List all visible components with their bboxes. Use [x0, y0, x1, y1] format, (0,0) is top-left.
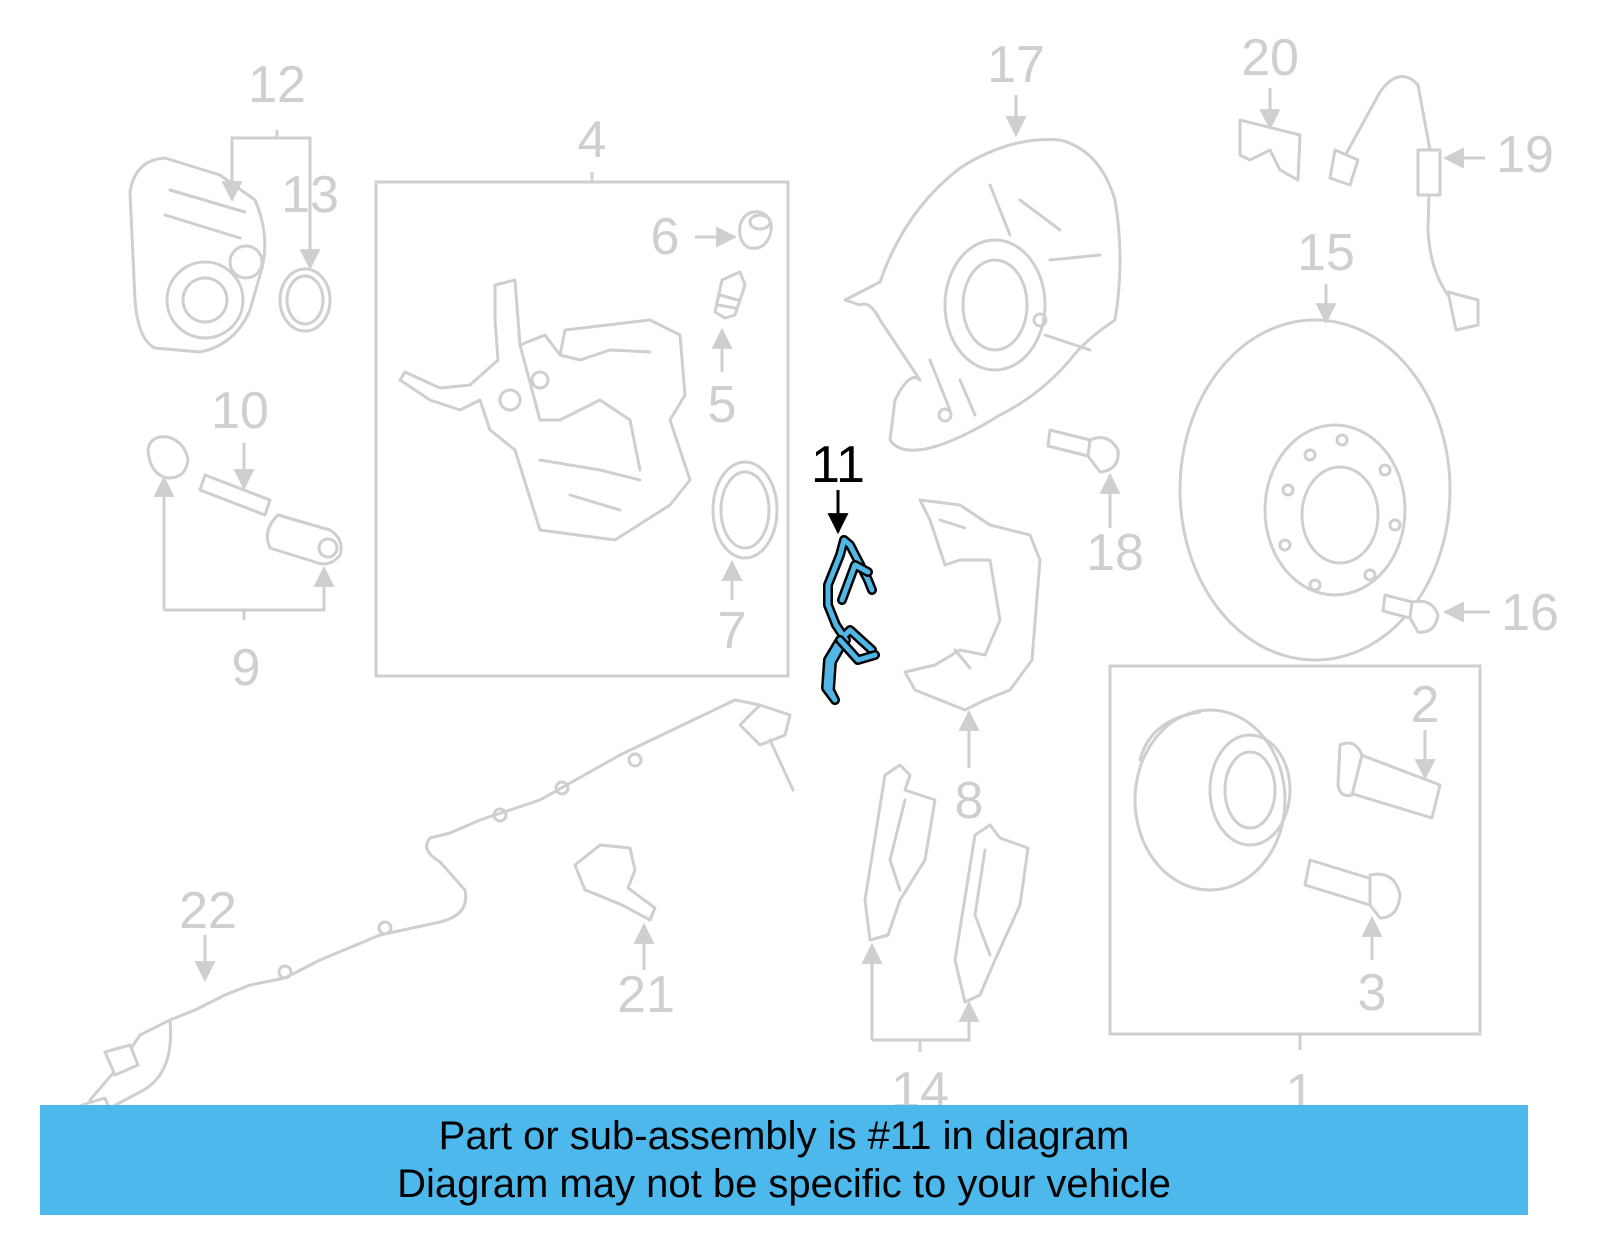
callout-12: 12 [248, 56, 306, 114]
part-3-hub-bolt [1303, 858, 1402, 920]
callout-22: 22 [179, 882, 237, 940]
part-2-hub-bolt [1336, 741, 1442, 820]
part-6-dust-cap [738, 210, 773, 250]
callout-16: 16 [1501, 584, 1559, 642]
callout-21: 21 [617, 966, 675, 1024]
part-7-seal [711, 460, 779, 560]
callout-6: 6 [651, 208, 680, 266]
callout-11: 11 [811, 436, 865, 494]
callout-8: 8 [955, 772, 984, 830]
callout-17: 17 [987, 36, 1045, 94]
part-1-wheel-hub [1133, 708, 1292, 892]
part-9-guide-pin-set [146, 435, 343, 566]
part-17-dust-shield [843, 138, 1122, 452]
caliper-assembly-frame [374, 180, 790, 678]
callout-4: 4 [578, 111, 607, 169]
part-21-sensor-bracket [573, 843, 657, 922]
callout-9: 9 [232, 639, 261, 697]
callout-2: 2 [1411, 676, 1440, 734]
part-15-brake-rotor [1178, 318, 1452, 662]
callout-10: 10 [211, 382, 269, 440]
part-18-bolt [1046, 428, 1120, 474]
callout-13: 13 [281, 166, 339, 224]
callout-19: 19 [1496, 126, 1554, 184]
part-5-bleeder-screw [713, 270, 747, 320]
info-banner: Part or sub-assembly is #11 in diagram D… [40, 1105, 1528, 1215]
callout-15: 15 [1297, 224, 1355, 282]
part-8-caliper-bracket [903, 498, 1042, 712]
part-19-brake-hose [1328, 75, 1480, 332]
part-11-anti-rattle-spring [821, 535, 880, 705]
callout-labels: 1 2 3 4 5 6 7 8 9 10 11 12 13 14 15 16 1… [179, 29, 1559, 1122]
banner-line-2: Diagram may not be specific to your vehi… [397, 1162, 1171, 1206]
callout-18: 18 [1086, 524, 1144, 582]
part-4-caliper [398, 278, 692, 542]
callout-3: 3 [1358, 964, 1387, 1022]
leader-lines [153, 88, 1490, 1052]
callout-7: 7 [718, 602, 747, 660]
part-14-brake-pads [863, 763, 1030, 1004]
callout-20: 20 [1241, 29, 1299, 87]
part-16-bolt [1381, 593, 1440, 634]
hub-assembly-frame [1108, 664, 1482, 1036]
callout-5: 5 [708, 376, 737, 434]
part-20-clip [1238, 118, 1302, 182]
banner-line-1: Part or sub-assembly is #11 in diagram [438, 1114, 1130, 1158]
part-12-brake-motor [128, 156, 267, 354]
